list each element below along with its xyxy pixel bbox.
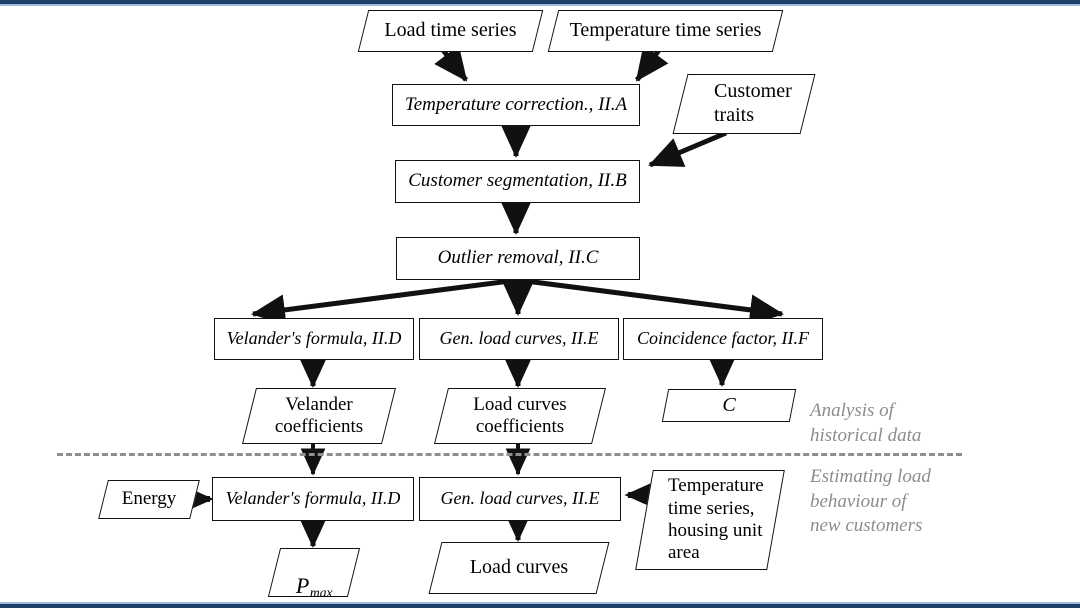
node-label: Coincidence factor, II.F [637, 328, 809, 349]
node-velanders-formula-new[interactable]: Velander's formula, II.D [212, 477, 414, 521]
node-velanders-formula-historical[interactable]: Velander's formula, II.D [214, 318, 414, 360]
node-outlier-removal[interactable]: Outlier removal, II.C [396, 237, 640, 280]
node-velander-coefficients[interactable]: Velander coefficients [242, 388, 396, 444]
page-bottom-rule-thick [0, 604, 1080, 608]
edge-outlier-to-coincidence [517, 277, 784, 326]
node-label: C [722, 393, 736, 416]
node-temperature-time-series[interactable]: Temperature time series [547, 10, 784, 52]
node-customer-segmentation[interactable]: Customer segmentation, II.B [395, 160, 640, 203]
node-label: Temperature time series [569, 19, 762, 42]
page-top-rule-thick [0, 0, 1080, 4]
node-label: Temperature time series, housing unit ar… [668, 475, 764, 564]
node-load-curves-output[interactable]: Load curves [428, 542, 610, 594]
page-top-rule-thin [0, 4, 1080, 6]
node-coincidence-c[interactable]: C [661, 389, 797, 422]
node-energy[interactable]: Energy [98, 480, 200, 519]
node-label: Customer traits [714, 80, 792, 126]
page-bottom-rule-thin [0, 602, 1080, 604]
node-label: Velander coefficients [274, 393, 364, 437]
node-load-time-series[interactable]: Load time series [357, 10, 544, 52]
node-label: Outlier removal, II.C [437, 247, 599, 269]
page-top-rule [0, 0, 1080, 6]
node-label: Velander's formula, II.D [226, 328, 402, 349]
node-label: Gen. load curves, II.E [440, 488, 600, 509]
node-label: Load time series [384, 19, 517, 42]
edge-outlier-to-velander [251, 277, 519, 326]
node-p-max[interactable]: Pmax [267, 547, 361, 600]
annotation-estimating-load-behaviour: Estimating load behaviour of new custome… [810, 466, 931, 537]
node-temperature-correction[interactable]: Temperature correction., II.A [392, 84, 640, 126]
node-gen-load-curves-new[interactable]: Gen. load curves, II.E [419, 477, 621, 521]
node-coincidence-factor[interactable]: Coincidence factor, II.F [623, 318, 823, 360]
page-bottom-rule [0, 602, 1080, 608]
edge-load-to-tempcorr [434, 45, 468, 82]
node-label: Velander's formula, II.D [225, 488, 401, 509]
edge-traits-to-segmentation [648, 130, 727, 168]
node-label: Load curves coefficients [473, 393, 567, 437]
node-label: Load curves [469, 556, 569, 579]
node-label: Pmax [295, 547, 333, 600]
edge-temp-to-tempcorr [634, 45, 669, 82]
node-label: Customer segmentation, II.B [408, 170, 627, 192]
node-load-curves-coefficients[interactable]: Load curves coefficients [434, 388, 606, 444]
p-max-subscript: max [309, 584, 333, 600]
p-max-symbol: Pmax [295, 572, 333, 600]
node-temperature-housing-unit-area[interactable]: Temperature time series, housing unit ar… [635, 470, 785, 570]
node-label: Gen. load curves, II.E [439, 328, 599, 349]
node-gen-load-curves-historical[interactable]: Gen. load curves, II.E [419, 318, 619, 360]
annotation-analysis-of-historical-data: Analysis of historical data [810, 400, 922, 446]
node-customer-traits[interactable]: Customer traits [672, 74, 816, 134]
node-label: Temperature correction., II.A [404, 93, 628, 115]
section-divider [57, 453, 962, 456]
node-label: Energy [121, 488, 177, 510]
